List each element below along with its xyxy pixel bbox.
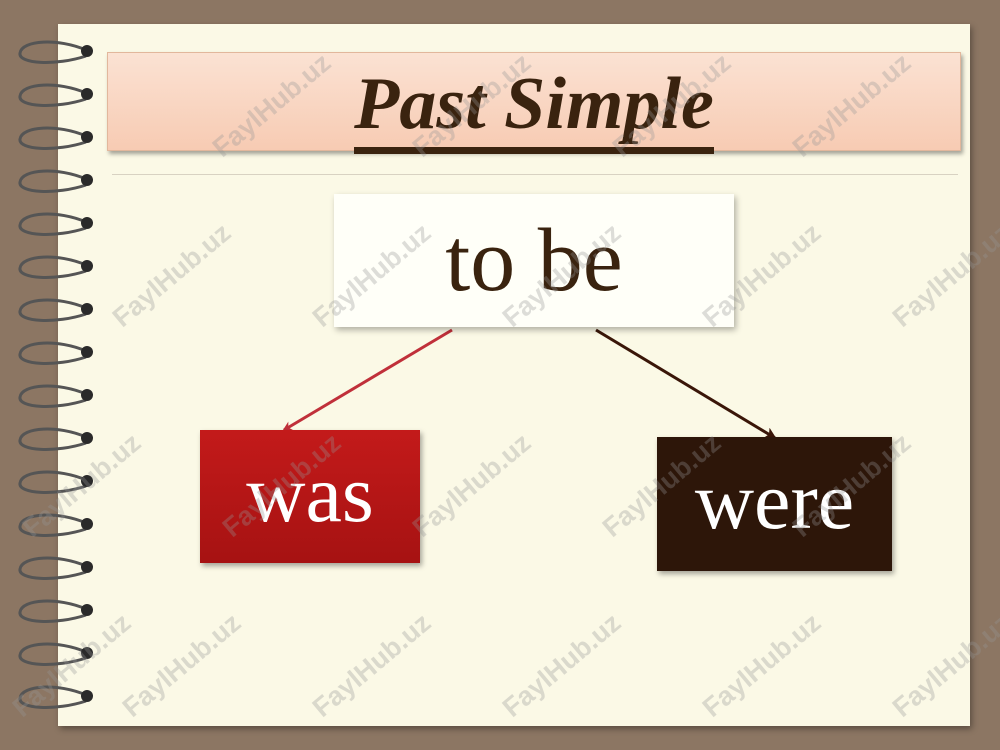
spiral-ring bbox=[18, 341, 87, 365]
spiral-ring bbox=[18, 642, 87, 666]
slide-title: Past Simple bbox=[354, 67, 714, 154]
spiral-ring bbox=[18, 169, 87, 193]
spiral-ring bbox=[18, 685, 87, 709]
binding-hole bbox=[81, 303, 93, 315]
spiral-binding bbox=[18, 40, 93, 709]
child-label-was: was bbox=[246, 447, 374, 539]
binding-hole bbox=[81, 45, 93, 57]
child-box-were: were bbox=[657, 437, 892, 571]
child-label-were: were bbox=[694, 455, 855, 546]
binding-hole bbox=[81, 690, 93, 702]
spiral-ring bbox=[18, 470, 87, 494]
binding-hole bbox=[81, 217, 93, 229]
binding-hole bbox=[81, 647, 93, 659]
spiral-ring bbox=[18, 298, 87, 322]
spiral-ring bbox=[18, 427, 87, 451]
title-bar: Past Simple bbox=[107, 52, 961, 154]
spiral-ring bbox=[18, 212, 87, 236]
binding-hole bbox=[81, 174, 93, 186]
spiral-ring bbox=[18, 126, 87, 150]
binding-hole bbox=[81, 389, 93, 401]
spiral-ring bbox=[18, 513, 87, 537]
spiral-ring bbox=[18, 255, 87, 279]
spiral-ring bbox=[18, 83, 87, 107]
binding-hole bbox=[81, 346, 93, 358]
root-box-to-be: to be bbox=[334, 194, 734, 327]
spiral-ring bbox=[18, 384, 87, 408]
child-box-was: was bbox=[200, 430, 420, 563]
binding-hole bbox=[81, 518, 93, 530]
spiral-ring bbox=[18, 556, 87, 580]
binding-hole bbox=[81, 432, 93, 444]
binding-hole bbox=[81, 604, 93, 616]
spiral-ring bbox=[18, 599, 87, 623]
divider-line bbox=[112, 174, 958, 175]
binding-hole bbox=[81, 131, 93, 143]
binding-hole bbox=[81, 260, 93, 272]
spiral-ring bbox=[18, 40, 87, 64]
binding-hole bbox=[81, 88, 93, 100]
binding-hole bbox=[81, 475, 93, 487]
root-label: to be bbox=[445, 210, 623, 310]
binding-hole bbox=[81, 561, 93, 573]
